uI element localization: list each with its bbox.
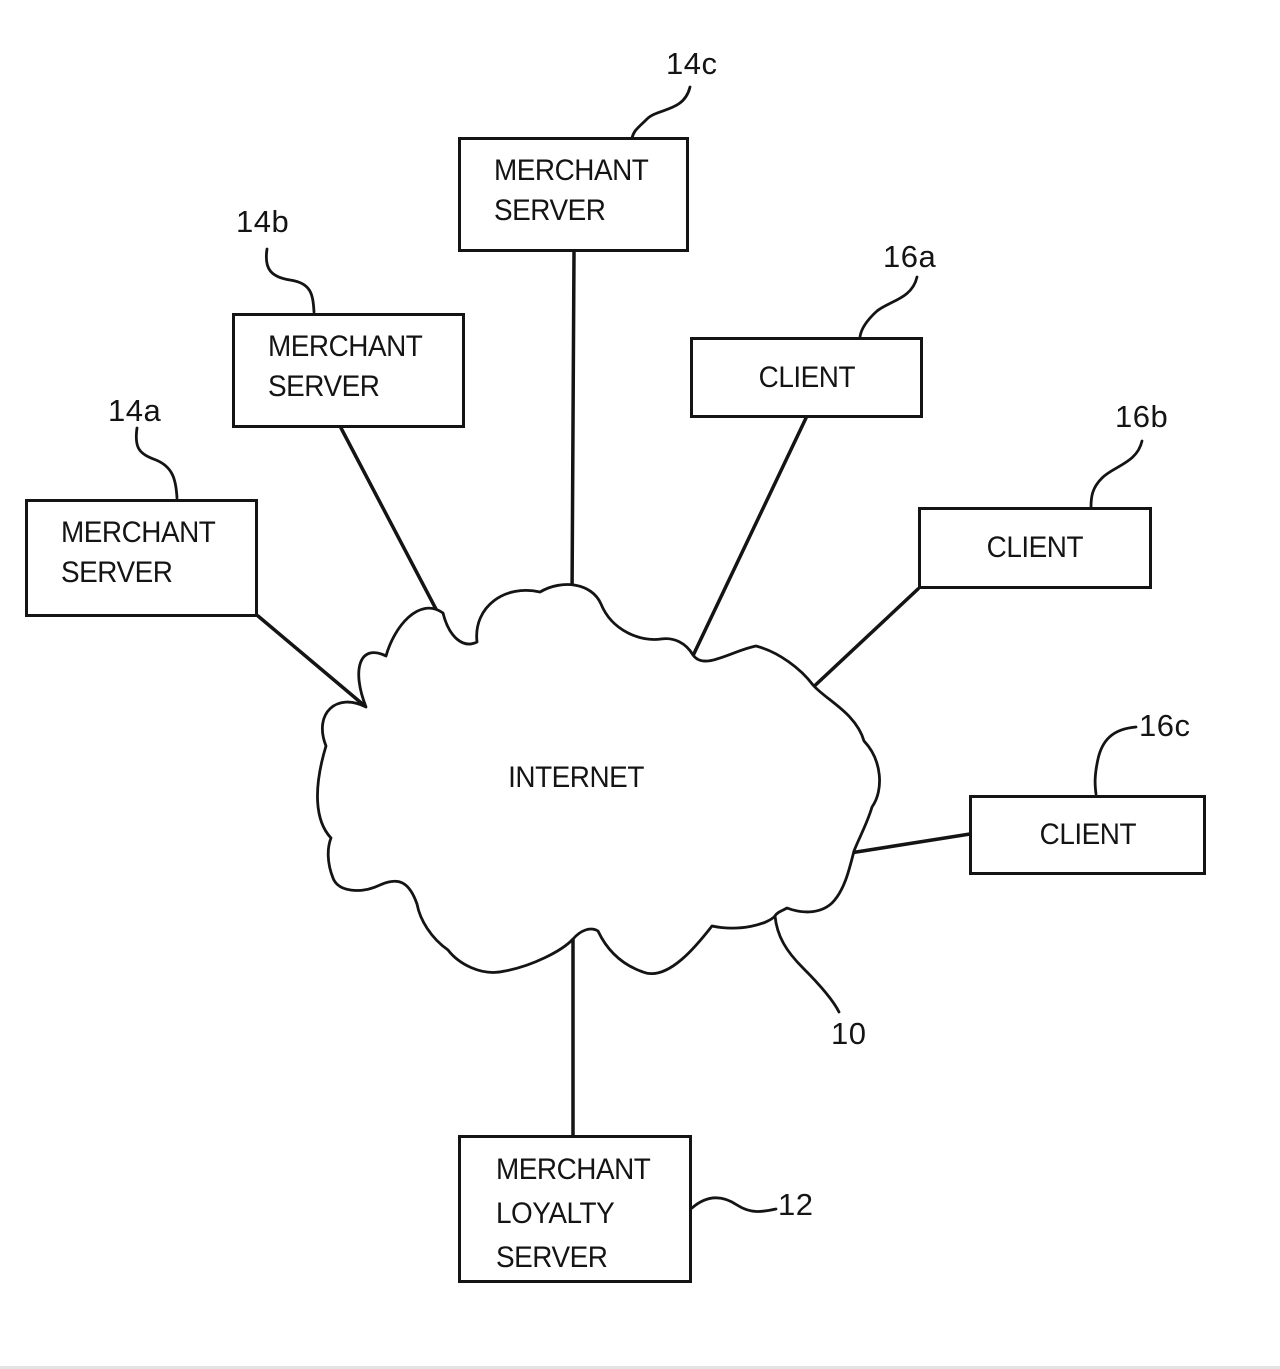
- connection-line-client-a-internet: [688, 416, 808, 664]
- node-merchant-server-c: MERCHANT SERVER: [458, 137, 689, 252]
- node-label: CLIENT: [758, 360, 855, 394]
- node-label-line: MERCHANT: [268, 330, 423, 363]
- ref-numeral-14b: 14b: [236, 204, 290, 239]
- node-label-line: SERVER: [61, 556, 173, 589]
- leader-line-14a: [134, 426, 179, 500]
- ref-numeral-14c: 14c: [666, 46, 718, 81]
- connection-line-merchant-server-b-internet: [339, 426, 450, 634]
- node-label-line: MERCHANT: [61, 516, 216, 549]
- node-label: CLIENT: [986, 531, 1084, 564]
- leader-line-10: [773, 914, 841, 1014]
- ref-numeral-12: 12: [778, 1187, 814, 1222]
- scan-artifact: [0, 1366, 1280, 1369]
- node-label-line: LOYALTY: [496, 1197, 615, 1230]
- leader-line-16b: [1089, 439, 1144, 509]
- leader-line-16c: [1093, 725, 1138, 796]
- leader-line-16a: [858, 275, 919, 339]
- internet-cloud-outline: [316, 583, 881, 976]
- connection-line-merchant-server-a-internet: [256, 614, 374, 714]
- node-client-c: CLIENT: [969, 795, 1206, 875]
- ref-numeral-16a: 16a: [883, 239, 937, 274]
- ref-numeral-10: 10: [831, 1016, 867, 1051]
- node-label-line: SERVER: [496, 1241, 608, 1274]
- ref-numeral-14a: 14a: [108, 393, 162, 428]
- connection-line-client-b-internet: [806, 587, 920, 694]
- leader-line-14b: [264, 247, 316, 314]
- ref-numeral-16b: 16b: [1115, 399, 1169, 434]
- ref-numeral-16c: 16c: [1139, 708, 1191, 743]
- leader-line-12: [690, 1196, 778, 1213]
- node-merchant-server-a: MERCHANT SERVER: [25, 499, 258, 617]
- node-merchant-loyalty-server: MERCHANT LOYALTY SERVER: [458, 1135, 692, 1283]
- node-client-a: CLIENT: [690, 337, 923, 418]
- node-client-b: CLIENT: [918, 507, 1152, 589]
- node-merchant-server-b: MERCHANT SERVER: [232, 313, 465, 428]
- connection-line-merchant-server-c-internet: [570, 250, 576, 602]
- leader-line-14c: [630, 85, 692, 140]
- node-label-line: SERVER: [268, 370, 380, 403]
- connection-line-client-c-internet: [848, 832, 972, 855]
- node-label-line: SERVER: [494, 194, 606, 227]
- node-label-line: MERCHANT: [494, 154, 649, 187]
- node-label: CLIENT: [1039, 818, 1136, 851]
- internet-label: INTERNET: [508, 761, 644, 794]
- node-label-line: MERCHANT: [496, 1153, 651, 1186]
